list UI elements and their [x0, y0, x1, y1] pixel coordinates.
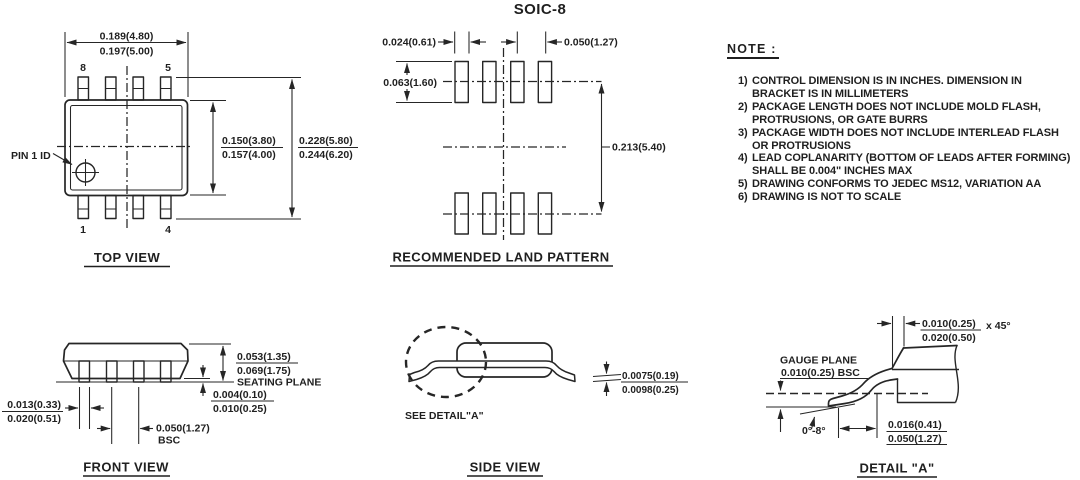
note-item: 4) LEAD COPLANARITY (BOTTOM OF LEADS AFT… — [738, 152, 1071, 178]
dim-standoff-2: 0.010(0.25) — [213, 403, 267, 415]
dim-body-width-2: 0.157(4.00) — [222, 149, 276, 161]
dim-pad-height: 0.063(1.60) — [383, 77, 437, 89]
land-pattern-label: RECOMMENDED LAND PATTERN — [392, 250, 609, 265]
dim-lead-width-2: 0.020(0.51) — [7, 413, 61, 425]
front-view-drawing: 0.053(1.35) 0.069(1.75) SEATING PLANE 0.… — [2, 342, 321, 477]
detail-a-callout-circle — [404, 325, 488, 399]
front-view-label: FRONT VIEW — [83, 460, 169, 475]
dim-pad-pitch: 0.050(1.27) — [564, 37, 618, 49]
see-detail-a-label: SEE DETAIL"A" — [405, 410, 484, 422]
notes-panel: NOTE : 1) CONTROL DIMENSION IS IN INCHES… — [727, 40, 1070, 204]
package-body-front-view — [62, 342, 189, 380]
page-title: SOIC-8 — [514, 1, 566, 18]
pin-number-5: 5 — [165, 62, 171, 74]
dim-pitch-bsc: BSC — [158, 435, 181, 447]
package-body-top-view — [64, 99, 189, 197]
land-pattern-drawing: 0.213(5.40) 0.024(0.61) 0.050(1.27) 0.06… — [382, 31, 666, 267]
side-view-drawing: SEE DETAIL"A" 0.0075(0.19) 0.0098(0.25) … — [404, 325, 688, 477]
dim-width-mm: 0.197(5.00) — [100, 46, 154, 58]
dim-foot-length-2: 0.050(1.27) — [888, 433, 942, 445]
dim-lead-thickness-1: 0.0075(0.19) — [622, 371, 679, 382]
detail-body-top-edge — [902, 344, 958, 349]
seating-plane-label: SEATING PLANE — [237, 377, 321, 389]
side-view-label: SIDE VIEW — [470, 460, 541, 475]
dim-height-1: 0.053(1.35) — [237, 351, 291, 363]
note-item: 6) DRAWING IS NOT TO SCALE — [738, 191, 902, 204]
dim-standoff-1: 0.004(0.10) — [213, 389, 267, 401]
pin-number-1: 1 — [80, 224, 86, 236]
notes-heading: NOTE : — [727, 42, 779, 59]
dim-foot-length-1: 0.016(0.41) — [888, 419, 942, 431]
dim-chamfer-1: 0.010(0.25) — [922, 318, 976, 330]
dim-pitch: 0.050(1.27) — [156, 423, 210, 435]
dim-chamfer-angle: x 45° — [986, 320, 1011, 332]
formed-lead-profile — [827, 347, 905, 407]
note-item: 1) CONTROL DIMENSION IS IN INCHES. DIMEN… — [738, 75, 1022, 100]
gauge-plane-dim: 0.010(0.25) BSC — [781, 367, 860, 379]
dim-lead-width-1: 0.013(0.33) — [7, 399, 61, 411]
dim-chamfer-2: 0.020(0.50) — [922, 332, 976, 344]
dim-lead-angle: 0°-8° — [802, 425, 826, 437]
dim-lead-thickness-2: 0.0098(0.25) — [622, 385, 679, 396]
dim-lead-span-2: 0.244(6.20) — [299, 149, 353, 161]
pin-number-4: 4 — [165, 224, 171, 236]
dim-pad-width: 0.024(0.61) — [382, 37, 436, 49]
package-body-side-view — [456, 342, 553, 378]
dim-height-2: 0.069(1.75) — [237, 365, 291, 377]
note-item: 3) PACKAGE WIDTH DOES NOT INCLUDE INTERL… — [738, 126, 1059, 152]
detail-a-drawing: 0.010(0.25) 0.020(0.50) x 45° GAUGE PLAN… — [766, 316, 1011, 478]
dim-body-width-1: 0.150(3.80) — [222, 135, 276, 147]
pin-number-8: 8 — [80, 62, 86, 74]
gullwing-lead-strip — [408, 360, 576, 383]
dim-width-in: 0.189(4.80) — [100, 31, 154, 43]
pin1-leader-arrow — [52, 153, 73, 165]
dim-lead-span-1: 0.228(5.80) — [299, 135, 353, 147]
notes-list: 1) CONTROL DIMENSION IS IN INCHES. DIMEN… — [727, 75, 1070, 204]
top-view-drawing: PIN 1 ID 8 5 1 4 0.189(4.80) 0.197(5.00)… — [11, 31, 358, 268]
detail-a-label: DETAIL "A" — [859, 461, 934, 476]
note-item: 5) DRAWING CONFORMS TO JEDEC MS12, VARIA… — [738, 178, 1042, 191]
dim-row-span: 0.213(5.40) — [612, 142, 666, 154]
top-view-label: TOP VIEW — [94, 250, 161, 265]
pin1-id-label: PIN 1 ID — [11, 150, 51, 162]
note-item: 2) PACKAGE LENGTH DOES NOT INCLUDE MOLD … — [738, 100, 1041, 126]
gauge-plane-label: GAUGE PLANE — [780, 355, 857, 367]
